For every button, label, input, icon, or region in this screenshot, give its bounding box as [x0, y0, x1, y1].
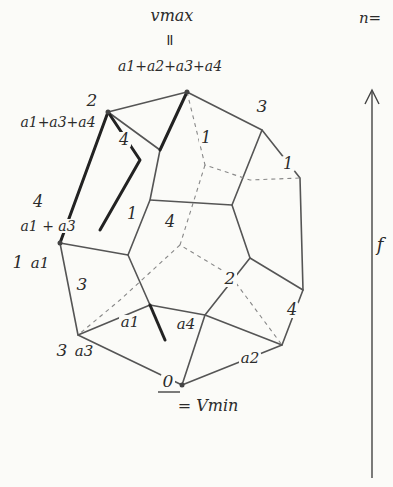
callout-number: 1	[199, 130, 213, 146]
callout-number: 1	[281, 156, 295, 172]
vertex-label: f	[375, 236, 386, 254]
callout-number: 4	[163, 214, 177, 230]
vertex-label: vmax	[149, 8, 196, 24]
vertex-label: =	[162, 31, 178, 48]
vertex-label: a1	[29, 256, 52, 271]
callout-number: 4	[31, 194, 45, 210]
vertex-label: a1+a3+a4	[18, 115, 97, 129]
callout-number: 4	[117, 132, 131, 148]
callout-number: 4	[285, 302, 299, 318]
callout-number: 0	[161, 373, 176, 390]
callout-number: 2	[223, 270, 238, 287]
callout-number: 2	[85, 92, 100, 109]
vertex-label: a1 + a3	[18, 219, 77, 233]
vertex-label: a3	[73, 344, 96, 359]
callout-number: 1	[11, 254, 26, 271]
vertex-label: n=	[357, 11, 383, 26]
vertex-label: = Vmin	[176, 398, 241, 414]
callout-number: 3	[255, 98, 270, 115]
vertex-label: a1+a2+a3+a4	[116, 59, 224, 73]
callout-number: 3	[75, 276, 90, 293]
callout-number: 3	[55, 342, 70, 359]
vertex-label: a1	[119, 315, 142, 330]
vertex-label: a4	[175, 317, 198, 332]
callout-number: 1	[125, 206, 139, 222]
vertex-label: a2	[239, 351, 262, 366]
